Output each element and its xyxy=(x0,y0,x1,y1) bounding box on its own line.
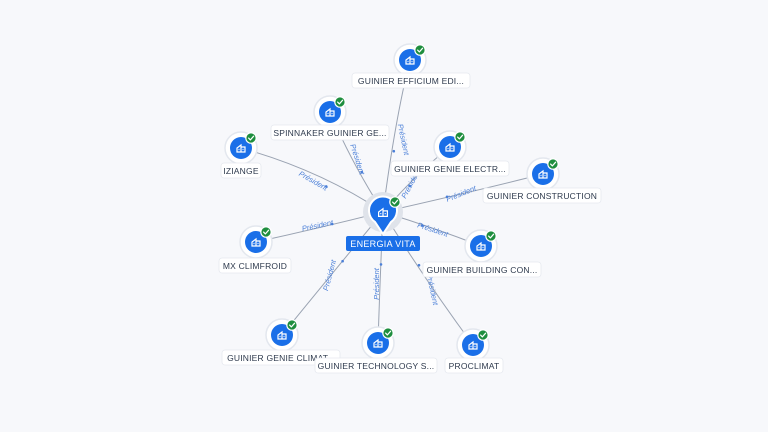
edge-arrow xyxy=(324,185,328,188)
edge-arrow xyxy=(420,224,424,227)
company-node[interactable]: PROCLIMAT xyxy=(444,328,504,374)
edge-relation-label: Président xyxy=(416,220,450,239)
company-label[interactable]: PROCLIMAT xyxy=(444,357,504,374)
verified-check-icon xyxy=(485,230,497,242)
company-node[interactable]: MX CLIMFROID xyxy=(218,225,292,274)
verified-check-icon xyxy=(389,196,401,208)
company-name: PROCLIMAT xyxy=(449,361,500,371)
verified-check-icon xyxy=(286,319,298,331)
edge-relation-label: Président xyxy=(297,169,330,193)
company-label[interactable]: GUINIER GENIE ELECTR... xyxy=(390,160,510,177)
company-name: GUINIER EFFICIUM EDI... xyxy=(358,76,464,86)
company-node[interactable]: GUINIER GENIE ELECTR... xyxy=(390,130,510,177)
edge-arrow xyxy=(330,222,334,226)
edge-relation-label: Président xyxy=(445,183,479,204)
verified-check-icon xyxy=(382,327,394,339)
nodes-layer: GUINIER EFFICIUM EDI... SPINNAKER GUINIER… xyxy=(218,43,602,374)
edge-arrow xyxy=(379,263,383,266)
building-icon xyxy=(538,169,548,179)
company-node[interactable]: SPINNAKER GUINIER GE... xyxy=(270,95,390,141)
edge-relation-label: Président xyxy=(348,143,367,177)
company-label[interactable]: GUINIER EFFICIUM EDI... xyxy=(351,72,471,89)
verified-check-icon xyxy=(245,132,257,144)
edge-relation-label: Président xyxy=(396,123,412,157)
company-name: GUINIER BUILDING CON... xyxy=(427,265,538,275)
company-node[interactable]: GUINIER CONSTRUCTION xyxy=(482,157,602,204)
building-icon xyxy=(405,55,415,65)
edge-arrow xyxy=(360,170,364,174)
company-label[interactable]: GUINIER GENIE CLIMAT... xyxy=(221,349,341,366)
edge-relation-label: Président xyxy=(372,267,381,300)
center-label[interactable]: ENERGIA VITA xyxy=(346,236,420,251)
building-icon xyxy=(325,107,335,117)
company-label[interactable]: GUINIER TECHNOLOGY S... xyxy=(314,357,438,374)
company-label[interactable]: MX CLIMFROID xyxy=(218,257,292,274)
company-name: GUINIER TECHNOLOGY S... xyxy=(318,361,435,371)
company-name: IZIANGE xyxy=(223,166,259,176)
building-icon xyxy=(236,143,246,153)
building-pin-icon xyxy=(368,195,398,236)
verified-check-icon xyxy=(477,329,489,341)
verified-check-icon xyxy=(334,96,346,108)
center-node[interactable]: ENERGIA VITA xyxy=(346,192,420,251)
verified-check-icon xyxy=(454,131,466,143)
company-name: GUINIER GENIE CLIMAT... xyxy=(227,353,335,363)
company-label[interactable]: IZIANGE xyxy=(220,162,262,179)
edge-relation-label: Président xyxy=(321,258,338,292)
edge-arrow xyxy=(408,184,412,188)
building-icon xyxy=(373,338,383,348)
company-name: SPINNAKER GUINIER GE... xyxy=(273,128,386,138)
relation-edge: Président xyxy=(281,211,384,336)
company-name: MX CLIMFROID xyxy=(223,261,287,271)
company-node[interactable]: GUINIER GENIE CLIMAT... xyxy=(221,318,341,366)
building-icon xyxy=(378,207,388,217)
building-icon xyxy=(277,330,287,340)
company-label[interactable]: GUINIER BUILDING CON... xyxy=(422,261,542,278)
building-icon xyxy=(445,142,455,152)
building-icon xyxy=(468,340,478,350)
center-company-name: ENERGIA VITA xyxy=(350,239,415,249)
company-label[interactable]: GUINIER CONSTRUCTION xyxy=(482,187,602,204)
verified-check-icon xyxy=(414,44,426,56)
edge-arrow xyxy=(341,259,344,263)
edge-relation-label: Président xyxy=(301,218,335,234)
building-icon xyxy=(476,241,486,251)
edge-arrow xyxy=(445,195,449,199)
edge-relation-label: Président xyxy=(425,273,441,307)
company-name: GUINIER GENIE ELECTR... xyxy=(394,164,506,174)
verified-check-icon xyxy=(547,158,559,170)
company-node[interactable]: GUINIER BUILDING CON... xyxy=(422,229,542,278)
company-name: GUINIER CONSTRUCTION xyxy=(487,191,597,201)
company-node[interactable]: GUINIER EFFICIUM EDI... xyxy=(351,43,471,89)
company-node[interactable]: IZIANGE xyxy=(220,131,262,179)
company-node[interactable]: GUINIER TECHNOLOGY S... xyxy=(314,326,438,374)
verified-check-icon xyxy=(260,226,272,238)
edge-arrow xyxy=(417,263,421,267)
company-label[interactable]: SPINNAKER GUINIER GE... xyxy=(270,124,390,141)
edge-arrow xyxy=(392,149,396,153)
building-icon xyxy=(251,237,261,247)
